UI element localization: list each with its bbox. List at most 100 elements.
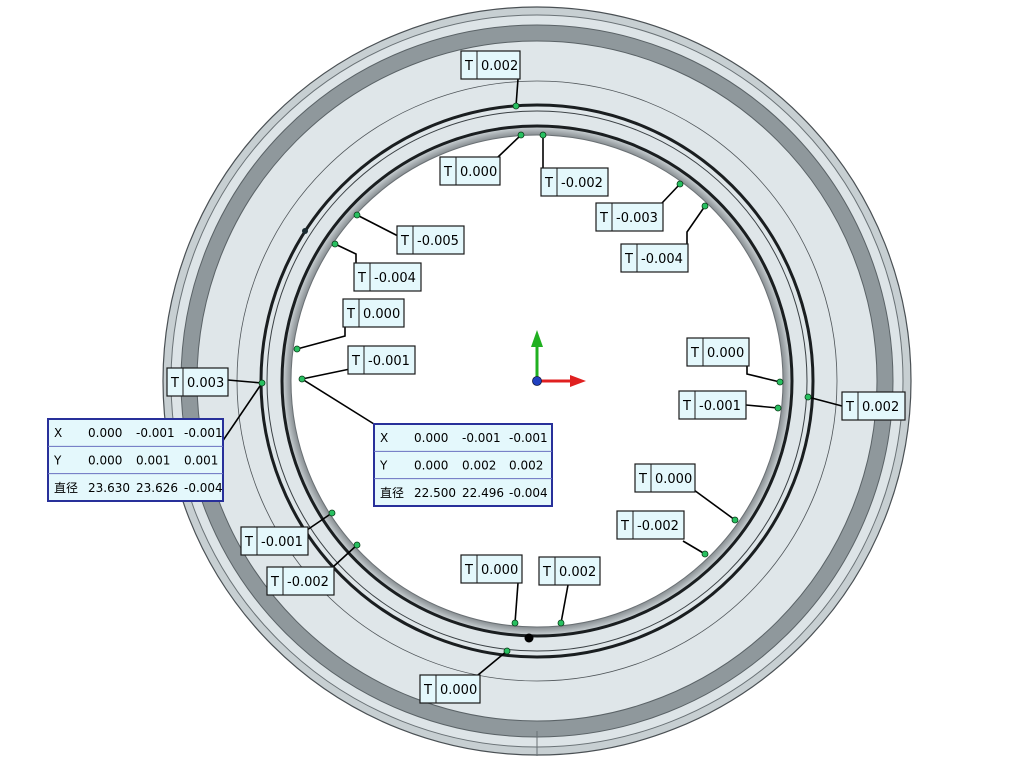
callout-value: 0.000	[481, 563, 518, 578]
measurement-point[interactable]	[511, 619, 519, 627]
callout-symbol: T	[357, 271, 366, 286]
callout-symbol: T	[464, 563, 473, 578]
measurement-point[interactable]	[517, 131, 525, 139]
measurement-point[interactable]	[804, 393, 812, 401]
callout-value: -0.002	[637, 519, 679, 534]
callout-c15[interactable]: T-0.002	[616, 510, 685, 540]
callout-symbol: T	[400, 234, 409, 249]
table-cell: 0.000	[414, 459, 448, 473]
callout-value: 0.002	[559, 565, 596, 580]
callout-value: 0.000	[460, 165, 497, 180]
measurement-point[interactable]	[353, 211, 361, 219]
leader-line	[332, 544, 358, 568]
table-cell: -0.001	[136, 426, 175, 440]
table-row-label: X	[380, 431, 388, 445]
callout-value: 0.000	[707, 346, 744, 361]
measurement-point[interactable]	[258, 379, 266, 387]
callout-symbol: T	[542, 565, 551, 580]
measurement-point[interactable]	[557, 619, 565, 627]
table-cell: -0.001	[184, 426, 223, 440]
callout-symbol: T	[638, 472, 647, 487]
callout-symbol: T	[464, 59, 473, 74]
reference-point	[302, 228, 308, 234]
callout-c09[interactable]: T -0.001	[347, 345, 416, 375]
measurement-point[interactable]	[676, 180, 684, 188]
callout-c16[interactable]: T-0.001	[240, 526, 309, 556]
table-cell: -0.001	[462, 431, 501, 445]
callout-c10[interactable]: T 0.003	[166, 367, 229, 397]
callout-value: 0.003	[187, 376, 224, 391]
measurement-point[interactable]	[331, 240, 339, 248]
table-cell: 22.496	[462, 486, 504, 500]
callout-value: -0.001	[368, 354, 410, 369]
reference-point	[524, 633, 534, 643]
measurement-points	[258, 102, 812, 655]
table-cell: 0.002	[462, 459, 496, 473]
measurement-point[interactable]	[701, 550, 709, 558]
table-cell: 23.630	[88, 481, 130, 495]
callout-c07[interactable]: T -0.004	[353, 262, 422, 292]
callout-symbol: T	[170, 376, 179, 391]
measurement-point[interactable]	[293, 345, 301, 353]
callout-symbol: T	[845, 400, 854, 415]
callout-c05[interactable]: T -0.004	[620, 243, 689, 273]
leader-line	[497, 134, 522, 158]
callout-c19[interactable]: T 0.002	[538, 556, 601, 586]
leader-line	[515, 78, 519, 107]
measurement-point[interactable]	[328, 509, 336, 517]
table-cell: -0.004	[184, 481, 223, 495]
measurement-point[interactable]	[298, 375, 306, 383]
callout-symbol: T	[443, 165, 452, 180]
leader-line	[686, 205, 706, 244]
table-row-label: Y	[53, 454, 62, 468]
measurement-point[interactable]	[731, 516, 739, 524]
callout-c04[interactable]: T -0.003	[595, 202, 664, 232]
callout-c02[interactable]: T 0.000	[439, 156, 501, 186]
callout-symbol: T	[244, 535, 253, 550]
callout-symbol: T	[270, 575, 279, 590]
callout-value: -0.004	[641, 252, 683, 267]
leader-line	[356, 214, 399, 237]
callout-c12[interactable]: T-0.001	[678, 390, 747, 420]
callout-c17[interactable]: T-0.002	[266, 566, 335, 596]
callout-c03[interactable]: T-0.002	[540, 167, 609, 197]
callout-value: -0.005	[417, 234, 459, 249]
measurement-point[interactable]	[539, 131, 547, 139]
callout-c01[interactable]: T 0.002	[460, 50, 521, 80]
callout-symbol: T	[351, 354, 360, 369]
leader-line	[514, 582, 519, 624]
measurement-point[interactable]	[503, 647, 511, 655]
callout-c06[interactable]: T -0.005	[396, 225, 465, 255]
measurement-point[interactable]	[776, 378, 784, 386]
measurement-point[interactable]	[353, 541, 361, 549]
callout-symbol: T	[599, 211, 608, 226]
callout-value: -0.004	[374, 271, 416, 286]
callout-symbol: T	[624, 252, 633, 267]
callout-c18[interactable]: T 0.000	[460, 554, 523, 584]
measurement-point[interactable]	[774, 404, 782, 412]
table-leader-line	[301, 378, 375, 425]
leader-line	[682, 540, 706, 555]
callout-value: -0.002	[561, 176, 603, 191]
leader-line	[334, 243, 357, 263]
callout-value: -0.003	[616, 211, 658, 226]
callout-symbol: T	[423, 683, 432, 698]
leader-line	[746, 366, 781, 383]
measurement-point[interactable]	[701, 202, 709, 210]
measurement-point[interactable]	[512, 102, 520, 110]
table-cell: 0.001	[184, 454, 218, 468]
callout-value: 0.002	[481, 59, 518, 74]
callout-value: -0.001	[699, 399, 741, 414]
leader-line	[306, 512, 333, 531]
table-cell: 0.000	[88, 454, 122, 468]
